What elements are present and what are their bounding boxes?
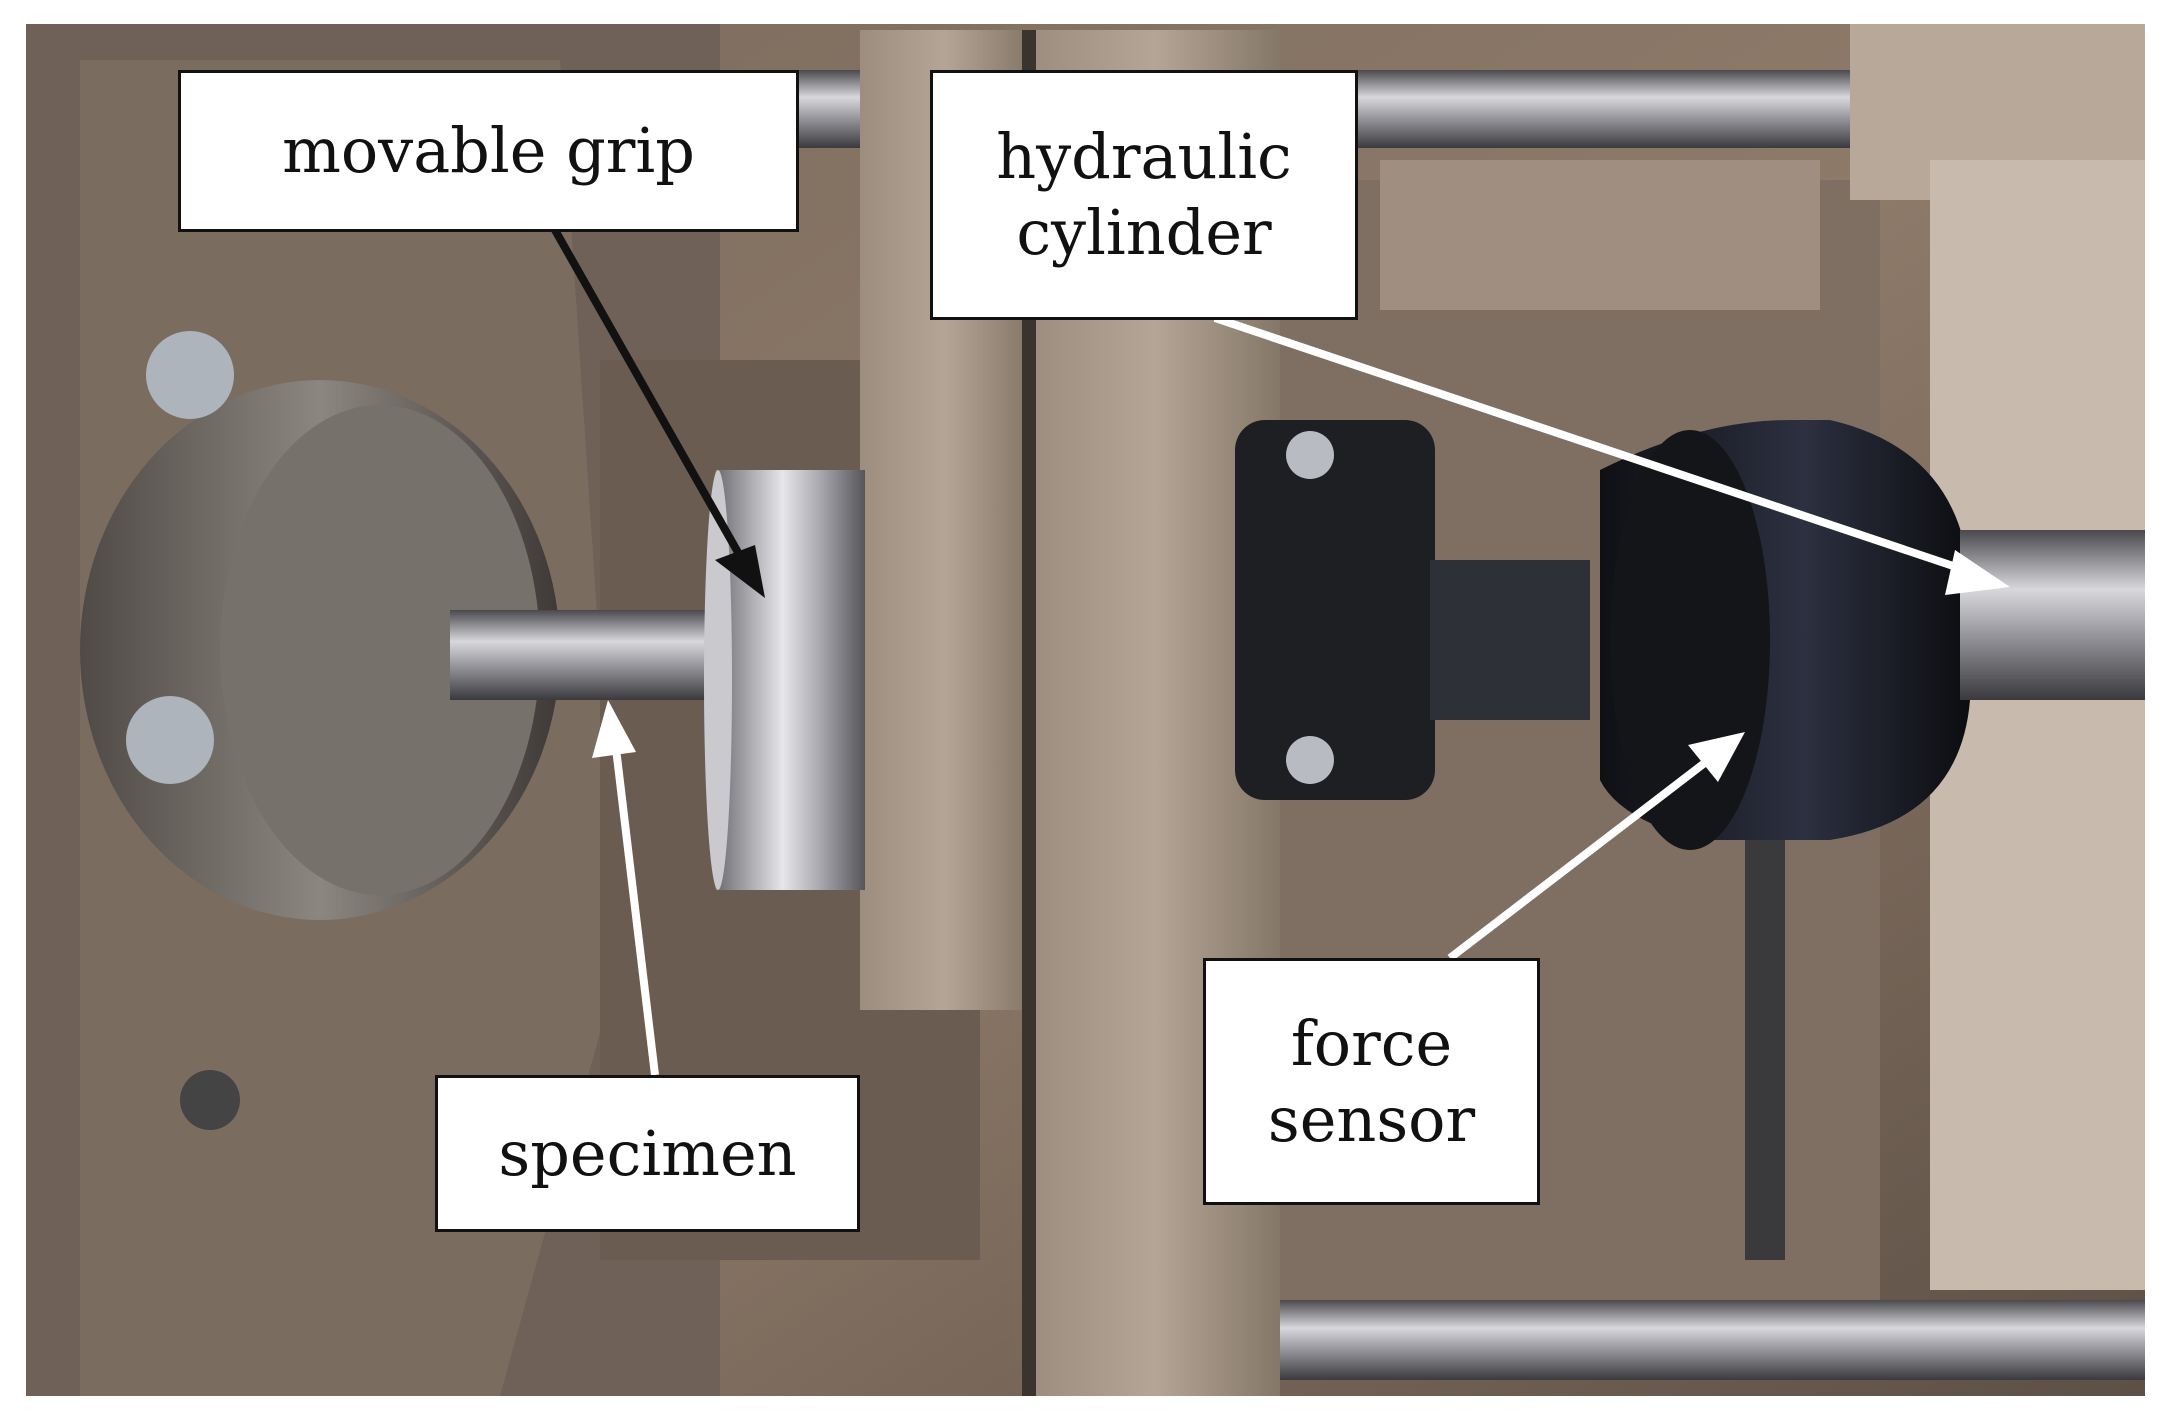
- movable-grip-face: [704, 470, 732, 890]
- arrow-hydraulic-cylinder: [1213, 314, 2010, 595]
- crosshead-edge: [1022, 30, 1036, 1396]
- arrow-movable-grip: [551, 228, 765, 598]
- label-force-sensor: force sensor: [1203, 958, 1540, 1205]
- specimen-rod: [450, 610, 730, 700]
- force-sensor-cable: [1745, 840, 1785, 1260]
- arrow-force-sensor: [1447, 732, 1745, 962]
- label-hydraulic-cylinder: hydraulic cylinder: [930, 70, 1358, 320]
- clevis-bolt: [1286, 431, 1334, 479]
- hydraulic-piston: [1960, 530, 2145, 700]
- bolt-head: [126, 696, 214, 784]
- label-movable-grip: movable grip: [178, 70, 799, 232]
- top-block: [1380, 160, 1820, 310]
- clevis-neck: [1430, 560, 1590, 720]
- left-flange-face: [220, 405, 540, 895]
- clevis-bolt: [1286, 736, 1334, 784]
- clevis-left: [1235, 420, 1435, 800]
- lower-rod: [1280, 1300, 2145, 1380]
- movable-grip: [715, 470, 865, 890]
- bolt-head: [146, 331, 234, 419]
- arrow-specimen: [592, 700, 659, 1076]
- label-specimen: specimen: [435, 1075, 860, 1232]
- bolt-head: [180, 1070, 240, 1130]
